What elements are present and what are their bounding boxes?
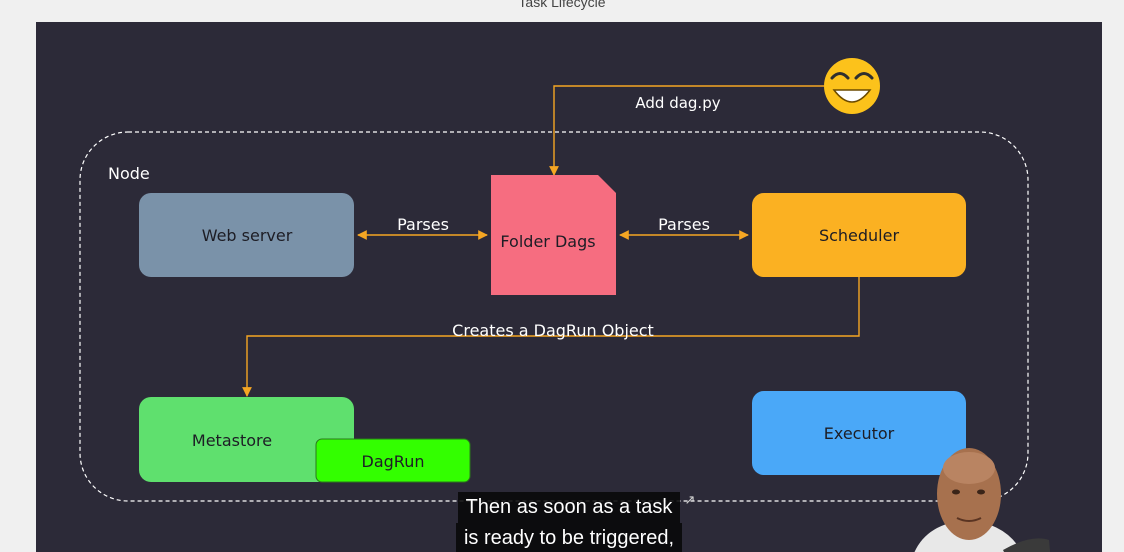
presenter-webcam [914,448,1051,552]
creates-dagrun-arrow [242,277,860,397]
creates-dagrun-label: Creates a DagRun Object [452,321,654,340]
scheduler-label: Scheduler [819,226,900,245]
dagrun-box [315,438,471,483]
page-title: Task Lifecycle [518,0,606,10]
metastore-box [139,397,354,482]
popout-arrow-icon[interactable]: ↗ [684,492,696,507]
video-frame[interactable]: Node Add dag.py Web server Folder Dags S… [36,22,1102,552]
task-lifecycle-diagram: Node Add dag.py Web server Folder Dags S… [79,58,1029,502]
node-label: Node [108,164,150,183]
folder-dags-box [491,175,616,295]
parses-left-label: Parses [397,215,449,234]
parses-right-label: Parses [658,215,710,234]
subtitle-line-1: Then as soon as a task [457,492,681,523]
folder-dags-label: Folder Dags [500,232,595,251]
add-dag-arrow [549,85,824,176]
video-subtitles: Then as soon as a task is ready to be tr… [36,492,1102,552]
executor-box [752,391,966,475]
scheduler-box [752,193,966,277]
add-dag-label: Add dag.py [635,94,720,112]
executor-label: Executor [824,424,895,443]
subtitle-line-2: is ready to be triggered, [455,523,683,552]
grinning-face-icon [824,58,880,114]
web-server-label: Web server [202,226,293,245]
metastore-label: Metastore [192,431,272,450]
web-server-box [139,193,354,277]
dagrun-label: DagRun [362,452,425,471]
